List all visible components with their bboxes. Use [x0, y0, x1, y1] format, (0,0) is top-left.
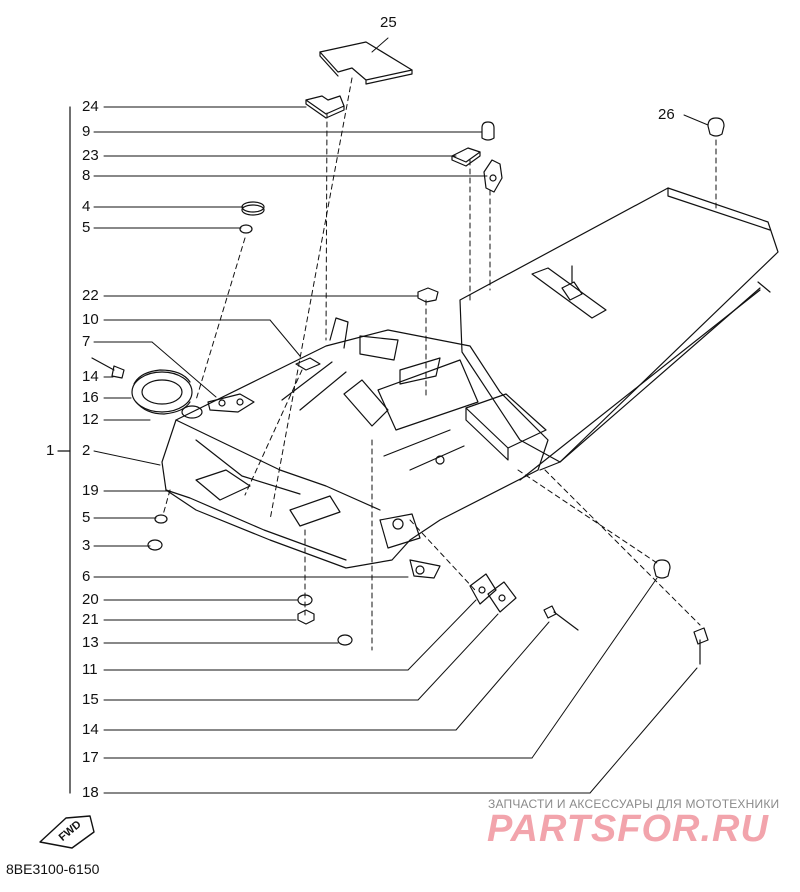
part-17-plug — [653, 559, 671, 579]
callout-label-24: 24 — [82, 98, 99, 115]
callout-label-10: 10 — [82, 311, 99, 328]
part-13-grommet — [337, 634, 353, 646]
callout-label-12: 12 — [82, 411, 99, 428]
part-4-damper — [241, 201, 265, 216]
callout-label-9: 9 — [82, 123, 91, 140]
callout-label-26: 26 — [658, 106, 675, 123]
callout-label-14b: 14 — [82, 721, 99, 738]
frame-tunnel — [459, 187, 779, 481]
callout-bracket — [57, 106, 71, 794]
callout-label-25: 25 — [380, 14, 397, 31]
watermark-tagline: ЗАПЧАСТИ И АКСЕССУАРЫ ДЛЯ МОТОТЕХНИКИ — [488, 797, 780, 811]
callout-label-14: 14 — [82, 368, 99, 385]
callout-label-21: 21 — [82, 611, 99, 628]
callout-label-8: 8 — [82, 167, 91, 184]
part-3-damper — [147, 539, 163, 551]
part-18-rivet — [693, 627, 709, 665]
part-12-plate — [181, 405, 203, 419]
callout-label-1: 1 — [46, 442, 55, 459]
part-5-damper — [239, 224, 253, 234]
callout-label-23: 23 — [82, 147, 99, 164]
callout-label-7: 7 — [82, 333, 91, 350]
watermark-brand-text: PARTSFOR.RU — [487, 808, 769, 850]
fwd-arrow-icon — [39, 815, 95, 849]
callout-label-2: 2 — [82, 442, 91, 459]
part-24-pad — [305, 95, 345, 119]
callout-label-4: 4 — [82, 198, 91, 215]
callout-label-11: 11 — [82, 661, 98, 678]
callout-label-5: 5 — [82, 219, 91, 236]
part-5-damper-lower — [154, 514, 168, 524]
part-25-pad — [319, 41, 413, 85]
watermark-brand: PARTSFOR.RU — [487, 808, 769, 851]
part-10-pad — [295, 357, 321, 371]
part-14-bolt-right — [543, 605, 579, 631]
part-8-bracket — [483, 159, 503, 193]
callout-label-16: 16 — [82, 389, 99, 406]
part-16-rubber-mount — [131, 369, 193, 415]
callout-label-18: 18 — [82, 784, 99, 801]
part-20-washer — [297, 594, 313, 606]
part-21-nut — [297, 609, 315, 625]
part-23-pad — [451, 147, 481, 167]
callout-label-22: 22 — [82, 287, 99, 304]
part-26-cap — [707, 117, 725, 137]
callout-label-3: 3 — [82, 537, 91, 554]
callout-label-5b: 5 — [82, 509, 91, 526]
part-15-bracket — [487, 581, 517, 613]
callout-label-17: 17 — [82, 749, 99, 766]
leader-lines — [93, 37, 709, 794]
part-11-bracket — [469, 573, 497, 605]
frame-front-section — [161, 317, 549, 579]
callout-label-6: 6 — [82, 568, 91, 585]
callout-label-15: 15 — [82, 691, 99, 708]
callout-label-20: 20 — [82, 591, 99, 608]
assembly-dash-lines — [162, 77, 717, 651]
part-7-bracket — [207, 393, 255, 413]
callout-label-19: 19 — [82, 482, 99, 499]
drawing-code: 8BE3100-6150 — [6, 861, 100, 877]
part-22-damper — [417, 287, 439, 303]
part-9-grommet — [481, 121, 495, 141]
callout-label-13: 13 — [82, 634, 99, 651]
part-14-bolt-left — [91, 357, 125, 379]
